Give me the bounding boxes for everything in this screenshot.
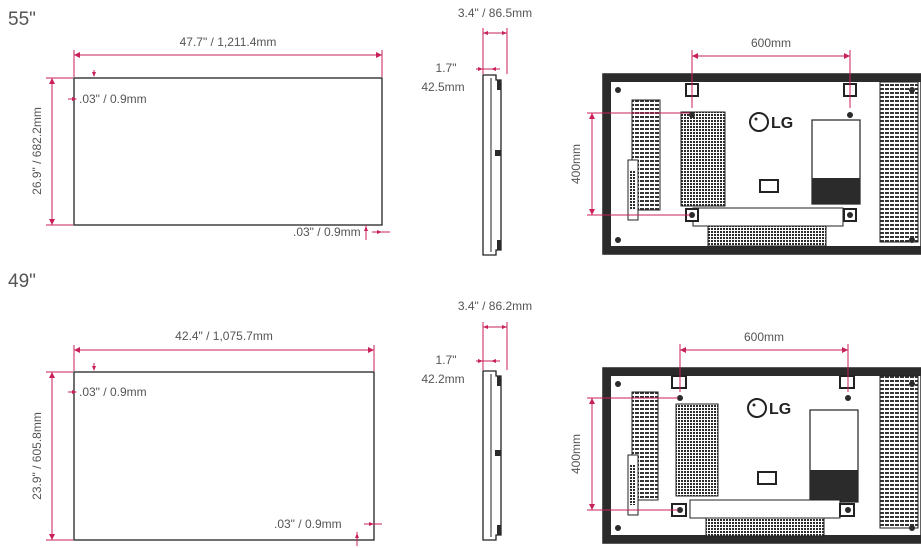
height-label-55: 26.9" / 682.2mm [30, 107, 44, 195]
bezel-top-dimension-55: .03" / 0.9mm [68, 70, 147, 106]
bezel-bottom-label-55: .03" / 0.9mm [293, 225, 361, 239]
bezel-bottom-dimension-49: .03" / 0.9mm [274, 517, 382, 546]
width-dimension-49: 42.4" / 1,075.7mm [73, 329, 375, 371]
side-top-label-49: 1.7" [436, 353, 457, 367]
height-label-49: 23.9" / 605.8mm [30, 412, 44, 500]
section-49: 49" 42.4" / 1,075.7mm 23.9" / 605.8mm .0… [8, 271, 921, 546]
bezel-bottom-label-49: .03" / 0.9mm [274, 517, 342, 531]
bezel-top-label-55: .03" / 0.9mm [79, 92, 147, 106]
side-bottom-label-55: 42.5mm [421, 80, 464, 94]
side-profile-55: 3.4" / 86.5mm 1.7" 42.5mm [421, 6, 532, 256]
lg-logo-55: LG [749, 112, 793, 132]
vesa-v-label-49: 400mm [569, 434, 583, 474]
vesa-h-label-49: 600mm [744, 330, 784, 344]
front-panel-55 [73, 77, 383, 226]
width-label-55: 47.7" / 1,211.4mm [180, 35, 277, 49]
depth-label-49: 3.4" / 86.2mm [458, 299, 532, 313]
size-label-49: 49" [8, 271, 36, 292]
svg-text:LG: LG [769, 401, 791, 418]
back-view-49: LG 600mm 400mm [569, 330, 921, 544]
lg-logo-49: LG [747, 398, 791, 418]
side-profile-49: 3.4" / 86.2mm 1.7" 42.2mm [421, 299, 532, 541]
size-label-55: 55" [8, 9, 36, 30]
bezel-bottom-dimension-55: .03" / 0.9mm [293, 225, 390, 240]
back-view-55: LG 600mm 400mm [569, 36, 921, 255]
front-panel-49 [73, 371, 375, 541]
width-dimension-55: 47.7" / 1,211.4mm [73, 35, 383, 77]
bezel-top-label-49: .03" / 0.9mm [79, 385, 147, 399]
side-bottom-label-49: 42.2mm [421, 372, 464, 386]
side-top-label-55: 1.7" [436, 61, 457, 75]
section-55: 55" 47.7" / 1,211.4mm 26.9" / 682.2mm [8, 6, 921, 256]
vesa-v-label-55: 400mm [569, 144, 583, 184]
width-label-49: 42.4" / 1,075.7mm [175, 329, 273, 343]
height-dimension-55: 26.9" / 682.2mm [30, 77, 73, 226]
vesa-h-label-55: 600mm [751, 36, 791, 50]
svg-text:LG: LG [771, 115, 793, 132]
bezel-top-dimension-49: .03" / 0.9mm [68, 363, 147, 399]
height-dimension-49: 23.9" / 605.8mm [30, 371, 73, 541]
depth-label-55: 3.4" / 86.5mm [458, 6, 532, 20]
